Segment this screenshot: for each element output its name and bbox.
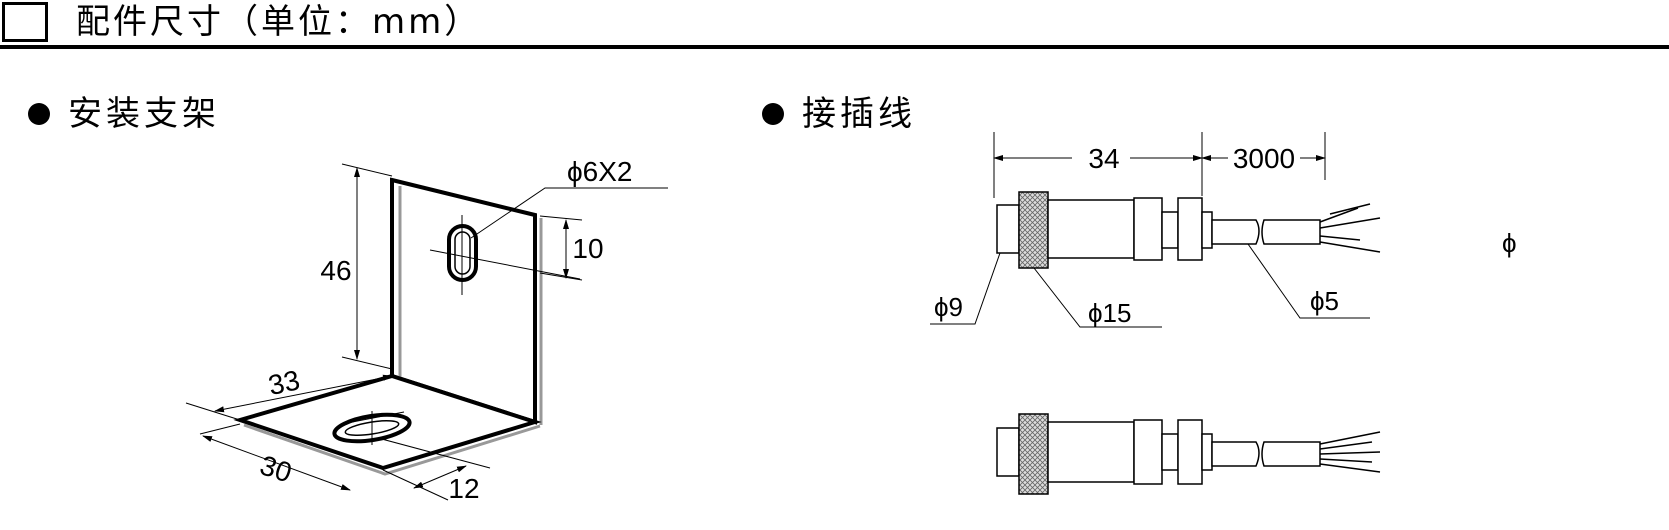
connector-bottom	[996, 413, 1381, 495]
section-title-cable-text: 接插线	[802, 94, 916, 134]
dim-label-tip-diameter: ϕ9	[934, 292, 963, 322]
dim-label-height: 46	[320, 255, 351, 286]
dim-label-offset: 12	[448, 473, 479, 504]
page-title: 配件尺寸（单位：mm）	[76, 2, 482, 42]
dim-label-body-length: 34	[1088, 143, 1119, 174]
dim-label-depth: 33	[266, 364, 303, 401]
dim-label-width: 30	[256, 449, 295, 488]
section-title-bracket-text: 安装支架	[68, 94, 220, 134]
header-divider	[0, 45, 1669, 49]
bullet-icon	[28, 103, 50, 125]
dim-label-slot: 10	[572, 233, 603, 264]
cable-connector-drawing: 34 3000 ϕ9 ϕ15 ϕ5 ϕ	[930, 132, 1517, 495]
dim-label-extra-diameter: ϕ	[1502, 228, 1517, 258]
header-checkbox-frame	[2, 2, 48, 42]
bullet-icon	[762, 103, 784, 125]
section-title-cable: 接插线	[762, 92, 916, 136]
connector-top	[996, 191, 1381, 269]
dim-label-cable-diameter: ϕ5	[1310, 286, 1339, 316]
mounting-bracket-drawing: ϕ6X2 46 10 33 30 12	[185, 156, 668, 504]
dim-label-cable-length: 3000	[1233, 143, 1295, 174]
section-title-bracket: 安装支架	[28, 92, 220, 136]
dim-label-hole: ϕ6X2	[567, 156, 633, 187]
dim-label-nut-diameter: ϕ15	[1088, 298, 1131, 328]
